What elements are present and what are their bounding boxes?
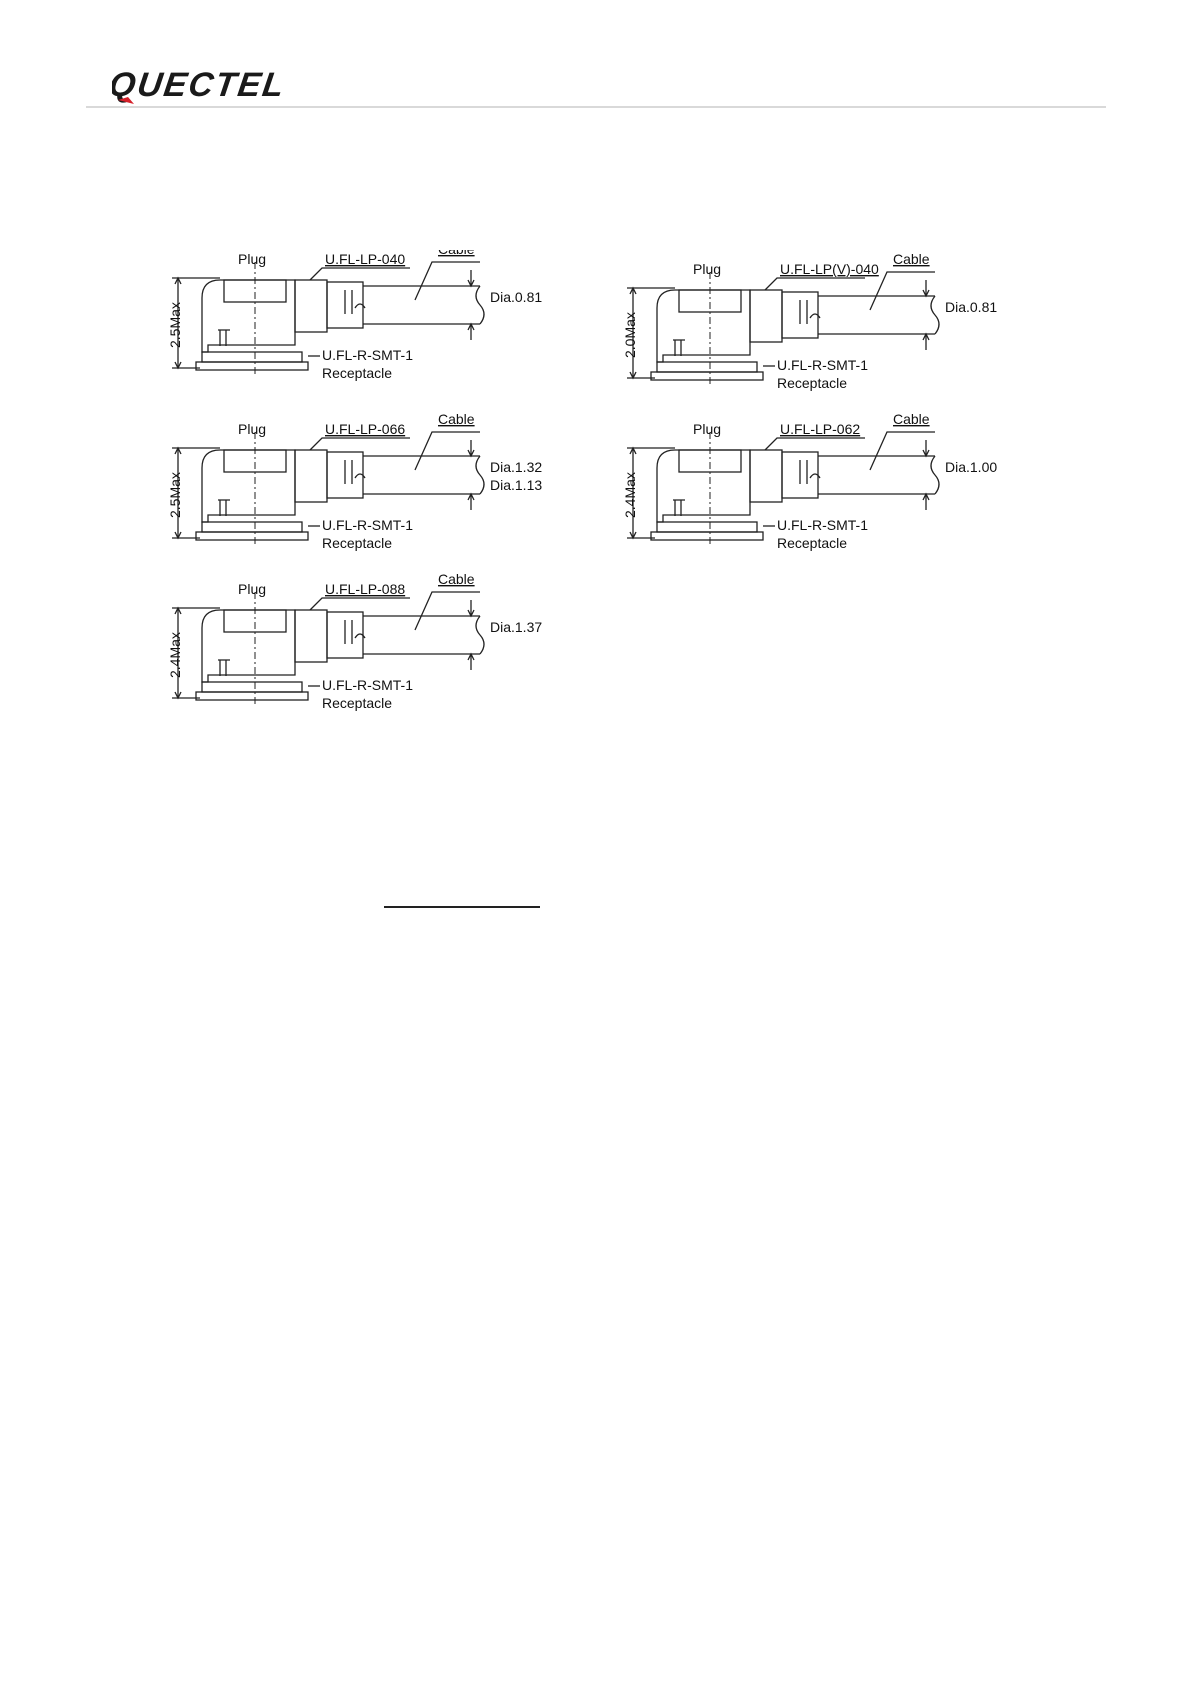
plug-part-label: U.FL-LP-062: [780, 421, 860, 437]
diameter-label: Dia.1.32: [490, 459, 542, 475]
receptacle-part-label: U.FL-R-SMT-1: [322, 517, 413, 533]
plug-label: Plug: [238, 251, 266, 267]
height-label: 2.5Max: [167, 302, 183, 348]
plug-part-label: U.FL-LP-066: [325, 421, 405, 437]
page-header: QUECTEL: [0, 0, 1191, 110]
cable-label: Cable: [893, 251, 930, 267]
connector-diagram: 2.0Max Plug U.FL-LP(V)-040 CableDia.0.81U.F…: [622, 251, 997, 391]
receptacle-part-label: U.FL-R-SMT-1: [777, 517, 868, 533]
diameter-label: Dia.1.13: [490, 477, 542, 493]
connector-diagram: 2.4Max Plug U.FL-LP-088 CableDia.1.37U.FL-R…: [167, 571, 542, 711]
plug-part-label: U.FL-LP-088: [325, 581, 405, 597]
plug-part-label: U.FL-LP(V)-040: [780, 261, 879, 277]
underline-rule: [384, 906, 540, 908]
logo-swoosh-icon: [118, 97, 134, 104]
connector-diagram: 2.4Max Plug U.FL-LP-062 CableDia.1.00U.FL-R…: [622, 411, 997, 551]
cable-label: Cable: [893, 411, 930, 427]
connector-diagram: 2.5Max Plug U.FL-LP-040 CableDia.0.81U.FL-R…: [167, 241, 542, 381]
diameter-label: Dia.1.00: [945, 459, 997, 475]
diameter-label: Dia.0.81: [490, 289, 542, 305]
receptacle-label: Receptacle: [777, 375, 847, 391]
height-label: 2.4Max: [622, 472, 638, 518]
connector-diagram: 2.5Max Plug U.FL-LP-066 CableDia.1.32Dia.1.…: [167, 411, 542, 551]
plug-label: Plug: [238, 421, 266, 437]
logo-wordmark: QUECTEL: [112, 66, 288, 104]
height-label: 2.5Max: [167, 472, 183, 518]
header-divider: [86, 106, 1106, 108]
receptacle-label: Receptacle: [322, 695, 392, 711]
plug-part-label: U.FL-LP-040: [325, 251, 405, 267]
height-label: 2.0Max: [622, 312, 638, 358]
cable-label: Cable: [438, 250, 475, 257]
plug-label: Plug: [693, 261, 721, 277]
plug-label: Plug: [693, 421, 721, 437]
height-label: 2.4Max: [167, 632, 183, 678]
receptacle-part-label: U.FL-R-SMT-1: [322, 677, 413, 693]
diameter-label: Dia.0.81: [945, 299, 997, 315]
receptacle-label: Receptacle: [322, 535, 392, 551]
diameter-label: Dia.1.37: [490, 619, 542, 635]
receptacle-part-label: U.FL-R-SMT-1: [322, 347, 413, 363]
cable-label: Cable: [438, 411, 475, 427]
receptacle-part-label: U.FL-R-SMT-1: [777, 357, 868, 373]
receptacle-label: Receptacle: [322, 365, 392, 381]
connector-figure: 2.5MaxPlugU.FL-LP-040CableDia.0.81U.FL-R…: [160, 241, 1060, 770]
plug-label: Plug: [238, 581, 266, 597]
cable-label: Cable: [438, 571, 475, 587]
quectel-logo: QUECTEL: [112, 64, 344, 106]
receptacle-label: Receptacle: [777, 535, 847, 551]
